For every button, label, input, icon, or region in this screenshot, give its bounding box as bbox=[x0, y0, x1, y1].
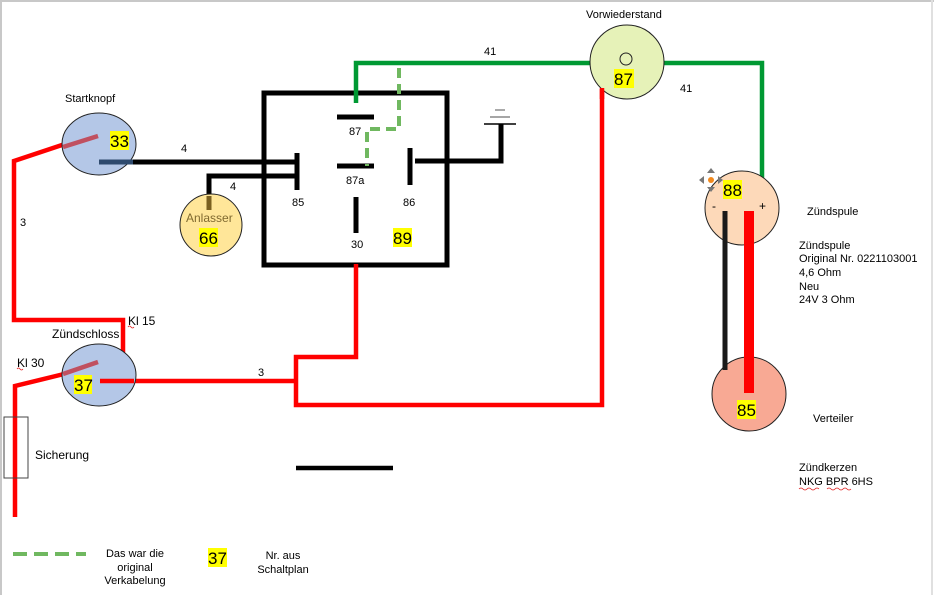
wire-relay30-junction[interactable] bbox=[293, 89, 605, 408]
kl15-label: Kl 15 bbox=[128, 314, 156, 328]
svg-text:4,6 Ohm: 4,6 Ohm bbox=[799, 267, 841, 279]
zuendspule-plus: + bbox=[759, 199, 766, 213]
zuendschloss[interactable]: 37 bbox=[61, 343, 137, 407]
relay-pin-86: 86 bbox=[403, 197, 415, 209]
relay-pin-87a: 87a bbox=[346, 175, 365, 187]
vorwiderstand-label: Vorwiederstand bbox=[586, 9, 662, 21]
legend-dashed-text-3: Verkabelung bbox=[104, 575, 165, 587]
zuendkerzen-info: Zündkerzen NKG BPR 6HS bbox=[798, 462, 873, 491]
legend-dashed-text-2: original bbox=[117, 562, 152, 574]
zuendspule-number: 88 bbox=[723, 181, 742, 200]
legend-number-sample: 37 bbox=[208, 549, 227, 568]
wire-battery-to-startknopf[interactable] bbox=[11, 140, 126, 381]
wire-label-startknopf-relay: 4 bbox=[181, 143, 187, 155]
relay-pin-85: 85 bbox=[292, 197, 304, 209]
svg-text:Zündspule: Zündspule bbox=[799, 240, 850, 252]
wire-label-battery-startknopf: 3 bbox=[20, 217, 26, 229]
vorwiderstand[interactable]: 87 bbox=[589, 24, 665, 100]
verteiler-number: 85 bbox=[737, 401, 756, 420]
anlasser-number: 66 bbox=[199, 229, 218, 248]
svg-text:Original Nr. 0221103001: Original Nr. 0221103001 bbox=[799, 253, 917, 265]
vorwiderstand-number: 87 bbox=[614, 70, 633, 89]
spellcheck-squiggle bbox=[16, 367, 24, 371]
zuendspule-minus: - bbox=[712, 199, 716, 213]
legend-number-text-1: Nr. aus bbox=[266, 550, 301, 562]
wire-label-vorwiderstand-spule: 41 bbox=[680, 83, 692, 95]
wire-label-anlasser-relay: 4 bbox=[230, 181, 236, 193]
startknopf-number: 33 bbox=[110, 132, 129, 151]
wire-vorwiderstand-to-spule-plus[interactable] bbox=[662, 60, 765, 198]
verteiler-label: Verteiler bbox=[813, 413, 854, 425]
relay-pin-87: 87 bbox=[349, 126, 361, 138]
verteiler[interactable]: 85 bbox=[711, 355, 787, 432]
wire-87-to-vorwiderstand[interactable] bbox=[353, 60, 592, 103]
svg-text:Zündkerzen: Zündkerzen bbox=[799, 462, 857, 474]
svg-text:Neu: Neu bbox=[799, 281, 819, 293]
svg-text:24V 3 Ohm: 24V 3 Ohm bbox=[799, 294, 855, 306]
wire-label-zuendschloss-relay: 3 bbox=[258, 367, 264, 379]
move-cursor-icon[interactable] bbox=[699, 168, 723, 192]
legend: Das war die original Verkabelung 37 Nr. … bbox=[13, 548, 309, 587]
legend-dashed-text-1: Das war die bbox=[106, 548, 164, 560]
zuendspule-info: Zündspule Original Nr. 0221103001 4,6 Oh… bbox=[799, 240, 917, 306]
svg-text:NKG BPR 6HS: NKG BPR 6HS bbox=[799, 476, 873, 488]
zuendspule[interactable]: 88 - + bbox=[704, 170, 780, 395]
relay-pin-30: 30 bbox=[351, 239, 363, 251]
zuendschloss-label: Zündschloss bbox=[52, 327, 119, 341]
wire-battery-kl30[interactable] bbox=[12, 371, 65, 517]
zuendspule-label: Zündspule bbox=[807, 206, 858, 218]
anlasser-label: Anlasser bbox=[186, 211, 233, 225]
ground-icon bbox=[415, 109, 516, 164]
sicherung-fuse[interactable] bbox=[3, 416, 29, 479]
startknopf[interactable]: 33 bbox=[61, 112, 137, 176]
spellcheck-squiggle bbox=[127, 325, 135, 329]
legend-number-text-2: Schaltplan bbox=[257, 564, 308, 576]
zuendschloss-number: 37 bbox=[74, 376, 93, 395]
startknopf-label: Startknopf bbox=[65, 93, 116, 105]
anlasser[interactable]: Anlasser 66 bbox=[179, 193, 243, 257]
relay-number: 89 bbox=[393, 229, 412, 248]
wire-label-relay-vorwiderstand: 41 bbox=[484, 46, 496, 58]
sicherung-label: Sicherung bbox=[35, 448, 89, 462]
kl30-label: Kl 30 bbox=[17, 356, 45, 370]
